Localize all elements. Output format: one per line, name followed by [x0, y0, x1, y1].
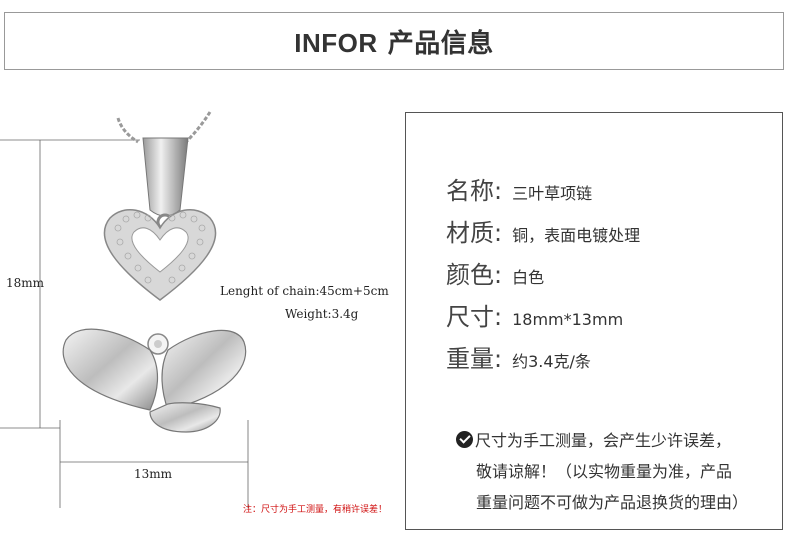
- spec-label: 材质:: [446, 219, 503, 247]
- spec-label: 名称:: [446, 177, 503, 205]
- center-stone-facet: [154, 340, 162, 348]
- height-label: 18mm: [6, 276, 45, 290]
- page-title-en: INFOR: [294, 27, 378, 58]
- spec-row-name: 名称: 三叶草项链: [446, 171, 592, 206]
- heart-pendant: [103, 209, 217, 301]
- spec-row-weight: 重量: 约3.4克/条: [446, 339, 591, 374]
- chain: [116, 111, 212, 144]
- spec-label: 尺寸:: [446, 303, 503, 331]
- spec-value: 18mm*13mm: [512, 310, 624, 329]
- spec-label: 颜色:: [446, 261, 503, 289]
- spec-row-color: 颜色: 白色: [446, 255, 544, 290]
- spec-label: 重量:: [446, 345, 503, 373]
- spec-value: 铜，表面电镀处理: [512, 226, 641, 245]
- header-banner: INFOR 产品信息: [4, 12, 784, 70]
- spec-row-material: 材质: 铜，表面电镀处理: [446, 213, 640, 248]
- pendant-bail: [142, 137, 189, 217]
- page-title-zh: 产品信息: [387, 28, 494, 59]
- note-line-1: 尺寸为手工测量，会产生少许误差，: [456, 427, 731, 451]
- weight-label: Weight:3.4g: [285, 307, 359, 321]
- product-image: [0, 111, 249, 508]
- spec-value: 三叶草项链: [512, 184, 593, 203]
- note-text-1: 尺寸为手工测量，会产生少许误差，: [475, 431, 732, 450]
- spec-value: 约3.4克/条: [512, 352, 591, 371]
- check-circle-icon: [456, 431, 473, 448]
- chain-length-label: Lenght of chain:45cm+5cm: [220, 284, 389, 298]
- dimension-lines: [0, 139, 249, 508]
- measurement-disclaimer: 注：尺寸为手工测量，有稍许误差！: [243, 505, 388, 515]
- width-label: 13mm: [134, 467, 173, 481]
- clover-leaves: [62, 328, 247, 433]
- note-line-2: 敬请谅解！（以实物重量为准，产品: [476, 462, 733, 481]
- page-title: INFOR 产品信息: [294, 23, 493, 60]
- note-line-3: 重量问题不可做为产品退换货的理由）: [476, 493, 749, 512]
- spec-value: 白色: [512, 268, 545, 287]
- spec-row-size: 尺寸: 18mm*13mm: [446, 297, 623, 332]
- product-info-panel: 名称: 三叶草项链 材质: 铜，表面电镀处理 颜色: 白色 尺寸: 18mm*1…: [405, 112, 783, 530]
